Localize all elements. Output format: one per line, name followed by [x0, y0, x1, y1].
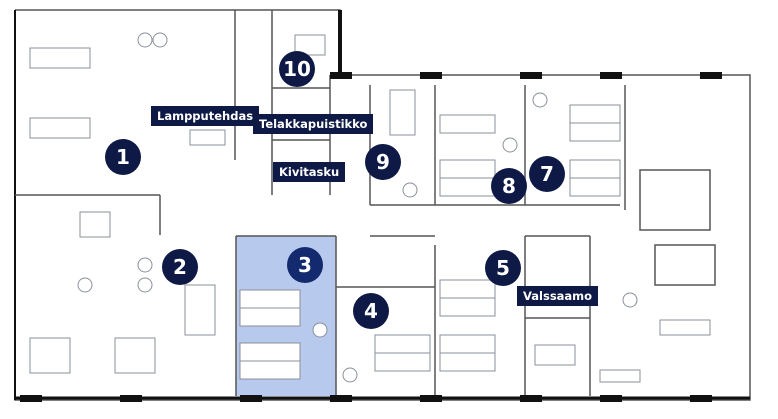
table [137, 277, 153, 293]
desk [569, 122, 621, 142]
table [137, 32, 153, 48]
desk [439, 334, 496, 354]
desk [79, 211, 111, 238]
pillar [520, 72, 542, 79]
furniture [29, 32, 711, 383]
room-marker-4[interactable]: 4 [353, 293, 389, 329]
desk [294, 34, 326, 56]
pillar [330, 72, 352, 79]
table [532, 92, 548, 108]
room-marker-1[interactable]: 1 [105, 139, 141, 175]
pillar [700, 72, 722, 79]
pillar [420, 395, 442, 402]
table [77, 277, 93, 293]
room-marker-5[interactable]: 5 [485, 250, 521, 286]
desk [29, 47, 91, 69]
desk [569, 159, 621, 179]
room-label-telakkapuistikko[interactable]: Telakkapuistikko [253, 114, 374, 134]
table [137, 257, 153, 273]
room-marker-10[interactable]: 10 [279, 51, 315, 87]
desk [659, 319, 711, 336]
desk [114, 337, 156, 374]
desk [569, 104, 621, 124]
table [402, 182, 418, 198]
room-marker-8[interactable]: 8 [491, 168, 527, 204]
desk [239, 342, 301, 362]
desk [439, 297, 496, 317]
desk [439, 114, 496, 134]
desk [534, 344, 576, 366]
room-marker-9[interactable]: 9 [365, 144, 401, 180]
desk [374, 334, 431, 354]
desk [599, 369, 641, 383]
pillar [600, 395, 622, 402]
desk [439, 159, 496, 179]
desk [239, 307, 301, 327]
desk [389, 89, 416, 136]
room-marker-3[interactable]: 3 [287, 247, 323, 283]
desk [189, 129, 226, 146]
room-label-kivitasku[interactable]: Kivitasku [273, 162, 346, 182]
desk [184, 284, 216, 336]
desk [439, 279, 496, 299]
pillar [240, 395, 262, 402]
desk [239, 289, 301, 309]
table [502, 137, 518, 153]
room-marker-7[interactable]: 7 [529, 156, 565, 192]
pillar [20, 395, 42, 402]
table [622, 292, 638, 308]
desk [239, 360, 301, 380]
desk [374, 352, 431, 372]
pillar [600, 72, 622, 79]
pillar [420, 72, 442, 79]
desk [439, 177, 496, 197]
desk [439, 352, 496, 372]
table [312, 322, 328, 338]
pillar [520, 395, 542, 402]
pillar [690, 395, 712, 402]
table [152, 32, 168, 48]
desk [569, 177, 621, 197]
table [342, 367, 358, 383]
pillar [330, 395, 352, 402]
room-label-valssaamo[interactable]: Valssaamo [517, 286, 599, 306]
pillar [120, 395, 142, 402]
desk [29, 337, 71, 374]
room-marker-2[interactable]: 2 [162, 249, 198, 285]
room-label-lampputehdas[interactable]: Lampputehdas [151, 106, 260, 126]
desk [29, 117, 91, 139]
pillars [20, 72, 722, 402]
